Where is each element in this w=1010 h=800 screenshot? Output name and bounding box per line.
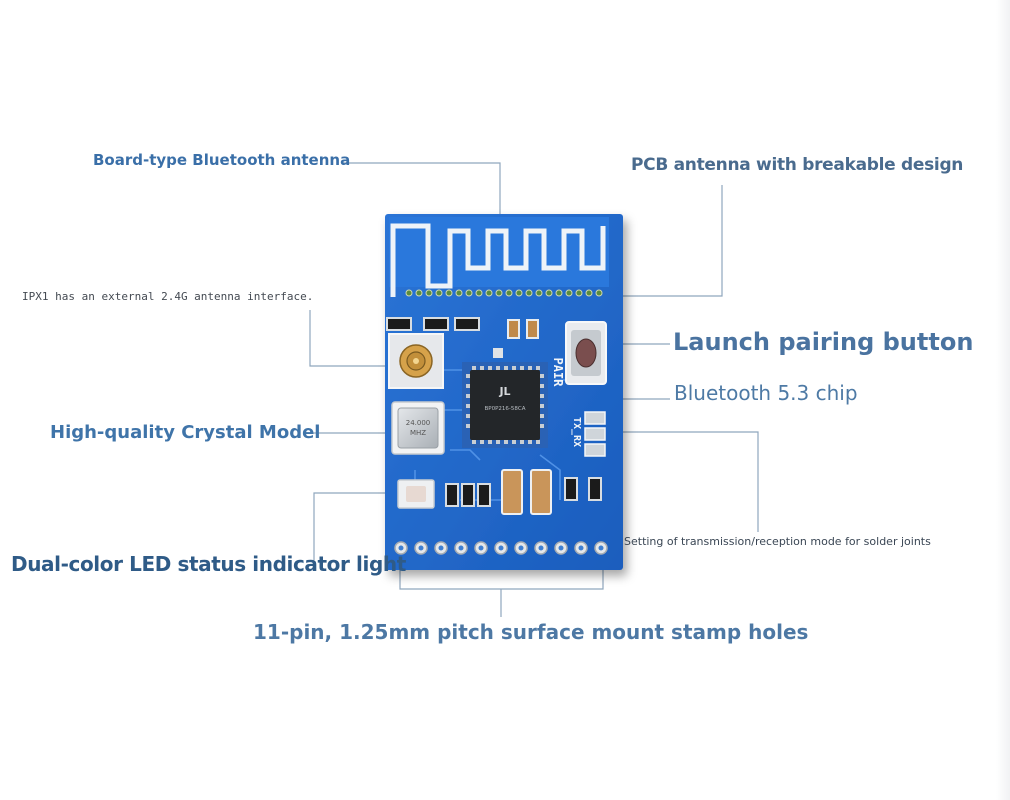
svg-text:MHZ: MHZ [410, 429, 426, 437]
ipx-connector [388, 333, 444, 389]
label-pairing-button: Launch pairing button [673, 328, 974, 356]
label-txrx-mode: Setting of transmission/reception mode f… [624, 535, 931, 548]
dual-color-led [397, 479, 435, 509]
meander-antenna-trace [390, 223, 606, 297]
crystal-oscillator: 24.000 MHZ [391, 401, 445, 455]
stamp-hole-pin-centers [398, 545, 604, 551]
label-pcb-antenna: PCB antenna with breakable design [631, 155, 964, 175]
leader-mode [606, 431, 759, 532]
silk-pair: PAIR [551, 358, 565, 388]
label-board-antenna: Board-type Bluetooth antenna [93, 151, 351, 169]
leader-ipx [309, 310, 390, 367]
leader-board-antenna [343, 162, 501, 215]
label-ipx-interface: IPX1 has an external 2.4G antenna interf… [22, 290, 314, 303]
svg-text:24.000: 24.000 [406, 419, 431, 427]
label-crystal: High-quality Crystal Model [50, 422, 321, 443]
leader-led [313, 492, 398, 560]
label-led-indicator: Dual-color LED status indicator light [11, 552, 406, 576]
smd-components [386, 317, 602, 515]
txrx-solder-jumpers [584, 411, 606, 457]
bluetooth-chip: JL BP0P216-58CA [462, 362, 548, 448]
antenna-break-holes [405, 289, 603, 297]
leader-pcb-antenna [610, 185, 723, 297]
svg-text:JL: JL [498, 385, 510, 398]
label-bluetooth-chip: Bluetooth 5.3 chip [674, 381, 858, 405]
page-edge-shade [996, 0, 1010, 800]
chip-marking: BP0P216-58CA [485, 406, 526, 412]
silk-txrx: TX_RX [571, 417, 582, 447]
pairing-button [565, 321, 607, 385]
label-stamp-holes: 11-pin, 1.25mm pitch surface mount stamp… [253, 620, 809, 644]
